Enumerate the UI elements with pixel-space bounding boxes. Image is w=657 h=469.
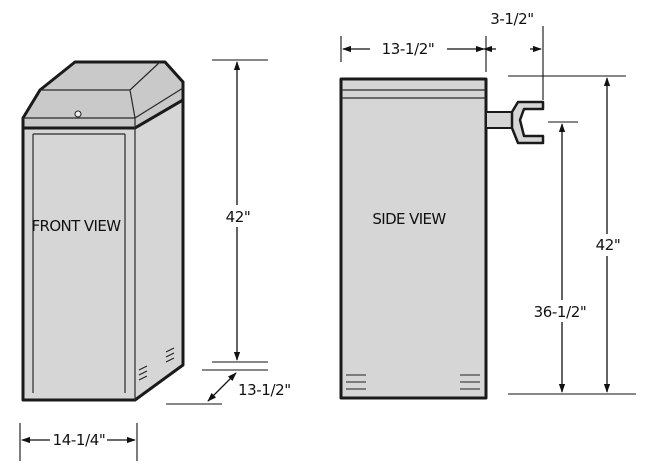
side-arm-extension-dimension: 3-1/2" <box>483 10 544 100</box>
side-vent-left-icon <box>346 374 366 390</box>
side-arm-height-dimension: 36-1/2" <box>528 121 590 393</box>
side-vent-right-icon <box>460 374 480 390</box>
side-view-label: SIDE VIEW <box>372 210 446 228</box>
side-view: SIDE VIEW <box>339 77 545 400</box>
front-width-label: 14-1/4" <box>53 431 106 449</box>
side-height-label: 42" <box>596 236 621 254</box>
front-width-dimension: 14-1/4" <box>19 423 138 461</box>
side-arm-extension-label: 3-1/2" <box>490 10 534 28</box>
front-panel-lines <box>32 133 126 393</box>
arm-mount-post <box>485 111 513 129</box>
lock-icon <box>74 110 82 118</box>
front-bevel-lines <box>23 61 184 128</box>
side-cabinet-body <box>339 77 488 400</box>
side-arm-height-label: 36-1/2" <box>534 303 587 321</box>
front-height-label: 42" <box>226 208 251 226</box>
side-width-dimension: 13-1/2" <box>340 36 487 72</box>
side-height-dimension: 42" <box>508 75 636 395</box>
front-vent-icon <box>138 347 175 381</box>
front-depth-label: 13-1/2" <box>238 381 291 399</box>
front-depth-dimension: 13-1/2" <box>166 369 291 405</box>
gate-arm-bracket <box>510 100 545 145</box>
side-top-band <box>341 89 486 99</box>
front-view: FRONT VIEW <box>21 60 185 402</box>
front-height-dimension: 42" <box>212 59 268 363</box>
side-width-label: 13-1/2" <box>382 40 435 58</box>
front-view-label: FRONT VIEW <box>31 217 121 235</box>
front-cabinet-body <box>21 80 185 402</box>
